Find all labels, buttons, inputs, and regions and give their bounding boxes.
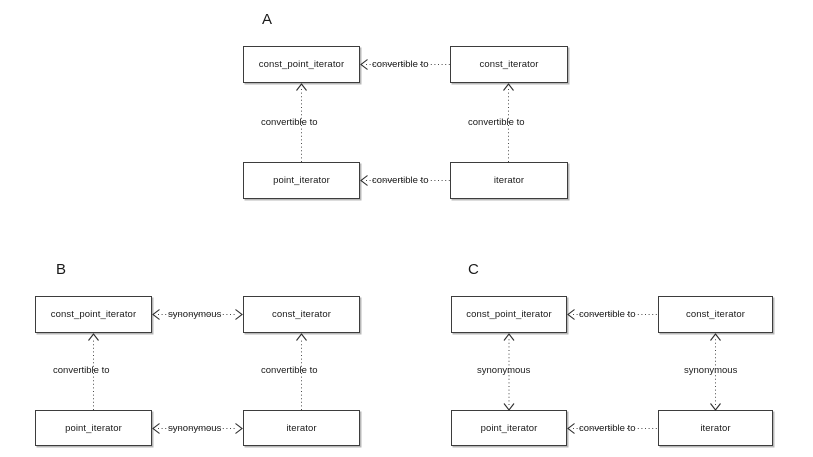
panel-a-edge-label-right-vertical: convertible to bbox=[465, 116, 528, 129]
node-label: iterator bbox=[286, 422, 317, 434]
panel-c-edge-label-bottom-horizontal: convertible to bbox=[576, 423, 639, 434]
panel-c-node-point-iterator[interactable]: point_iterator bbox=[451, 410, 567, 446]
panel-label-a: A bbox=[262, 11, 273, 28]
node-label: const_iterator bbox=[272, 309, 331, 320]
panel-c-node-const-point-iterator[interactable]: const_point_iterator bbox=[451, 296, 567, 333]
panel-a-edge-label-top-horizontal: convertible to bbox=[369, 59, 432, 70]
panel-a-edge-label-left-vertical: convertible to bbox=[258, 116, 321, 129]
node-label: const_iterator bbox=[479, 59, 539, 70]
panel-c-edge-label-left-vertical: synonymous bbox=[474, 364, 534, 377]
node-label: iterator bbox=[700, 422, 731, 434]
node-label: const_point_iterator bbox=[466, 309, 552, 320]
panel-a-node-point-iterator[interactable]: point_iterator bbox=[243, 162, 360, 199]
node-label: point_iterator bbox=[273, 175, 330, 186]
panel-b-edge-label-left-vertical: convertible to bbox=[50, 364, 113, 377]
panel-a-node-const-iterator[interactable]: const_iterator bbox=[450, 46, 568, 83]
panel-c-edge-label-top-horizontal: convertible to bbox=[576, 309, 639, 320]
panel-a-node-iterator[interactable]: iterator bbox=[450, 162, 568, 199]
panel-c-node-iterator[interactable]: iterator bbox=[658, 410, 773, 446]
panel-b-node-point-iterator[interactable]: point_iterator bbox=[35, 410, 152, 446]
panel-b-node-const-point-iterator[interactable]: const_point_iterator bbox=[35, 296, 152, 333]
node-label: const_point_iterator bbox=[258, 59, 345, 70]
panel-label-b: B bbox=[56, 261, 67, 278]
panel-a-edge-label-bottom-horizontal: convertible to bbox=[369, 175, 432, 186]
panel-b-node-iterator[interactable]: iterator bbox=[243, 410, 360, 446]
node-label: point_iterator bbox=[480, 422, 538, 434]
panel-b-edge-label-bottom-horizontal: synonymous bbox=[165, 423, 225, 434]
panel-b-edge-label-right-vertical: convertible to bbox=[258, 364, 321, 377]
panel-b-node-const-iterator[interactable]: const_iterator bbox=[243, 296, 360, 333]
node-label: point_iterator bbox=[65, 422, 122, 434]
panel-b-edge-label-top-horizontal: synonymous bbox=[165, 309, 225, 320]
panel-c-node-const-iterator[interactable]: const_iterator bbox=[658, 296, 773, 333]
node-label: const_point_iterator bbox=[50, 309, 137, 320]
panel-a-node-const-point-iterator[interactable]: const_point_iterator bbox=[243, 46, 360, 83]
panel-c-edge-label-right-vertical: synonymous bbox=[681, 364, 741, 377]
panel-label-c: C bbox=[468, 261, 479, 278]
node-label: iterator bbox=[493, 175, 525, 186]
node-label: const_iterator bbox=[686, 309, 745, 320]
